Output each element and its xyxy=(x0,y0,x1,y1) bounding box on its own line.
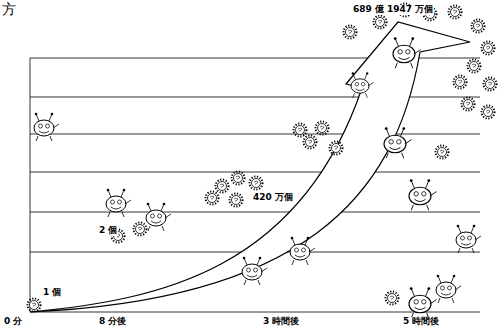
bacterium xyxy=(294,124,307,137)
count-label: 420 万個 xyxy=(252,193,294,203)
bacterium xyxy=(484,78,497,91)
germ-character xyxy=(409,179,437,210)
germ-character xyxy=(146,203,171,231)
bacterium xyxy=(330,142,343,155)
germ-character xyxy=(34,113,59,141)
count-label: 689 億 1947 万個 xyxy=(352,5,434,15)
bacterium xyxy=(374,16,387,29)
bacterium xyxy=(462,98,475,111)
bacterium xyxy=(206,192,219,205)
bacterium xyxy=(386,292,399,305)
germ-character xyxy=(436,275,461,303)
germ-character xyxy=(409,287,437,318)
count-label: 2 個 xyxy=(98,226,118,236)
growth-arrow xyxy=(30,22,470,312)
count-label: 1 個 xyxy=(42,288,62,298)
grid-lines xyxy=(30,58,480,312)
germ-character xyxy=(384,127,412,158)
bacteria-group xyxy=(28,4,497,312)
bacterium xyxy=(482,106,495,119)
bacterium xyxy=(344,26,357,39)
bacterium xyxy=(230,194,243,207)
time-label: 5 時間後 xyxy=(402,317,440,327)
bacterium xyxy=(232,172,245,185)
germ-character xyxy=(290,237,315,265)
germ-character xyxy=(351,72,374,97)
germ-character xyxy=(106,189,131,217)
germ-character xyxy=(456,225,481,253)
bacterium xyxy=(250,177,263,190)
bacterium xyxy=(454,76,467,89)
title-text: 方 xyxy=(2,2,16,17)
bacterium xyxy=(436,146,449,159)
bacterium xyxy=(216,180,229,193)
bacterium xyxy=(316,122,329,135)
bacterium xyxy=(482,42,495,55)
bacterium xyxy=(468,60,481,73)
time-label: 8 分後 xyxy=(98,317,127,327)
time-label: 3 時間後 xyxy=(262,317,300,327)
bacterium xyxy=(472,20,485,33)
bacterium xyxy=(134,223,147,236)
bacterium xyxy=(449,6,462,19)
bacterium xyxy=(304,136,317,149)
cartoon-germs xyxy=(34,37,481,318)
germ-character xyxy=(242,257,267,285)
bacterium xyxy=(28,299,41,312)
time-label: 0 分 xyxy=(3,317,23,327)
germ-character xyxy=(393,37,421,68)
